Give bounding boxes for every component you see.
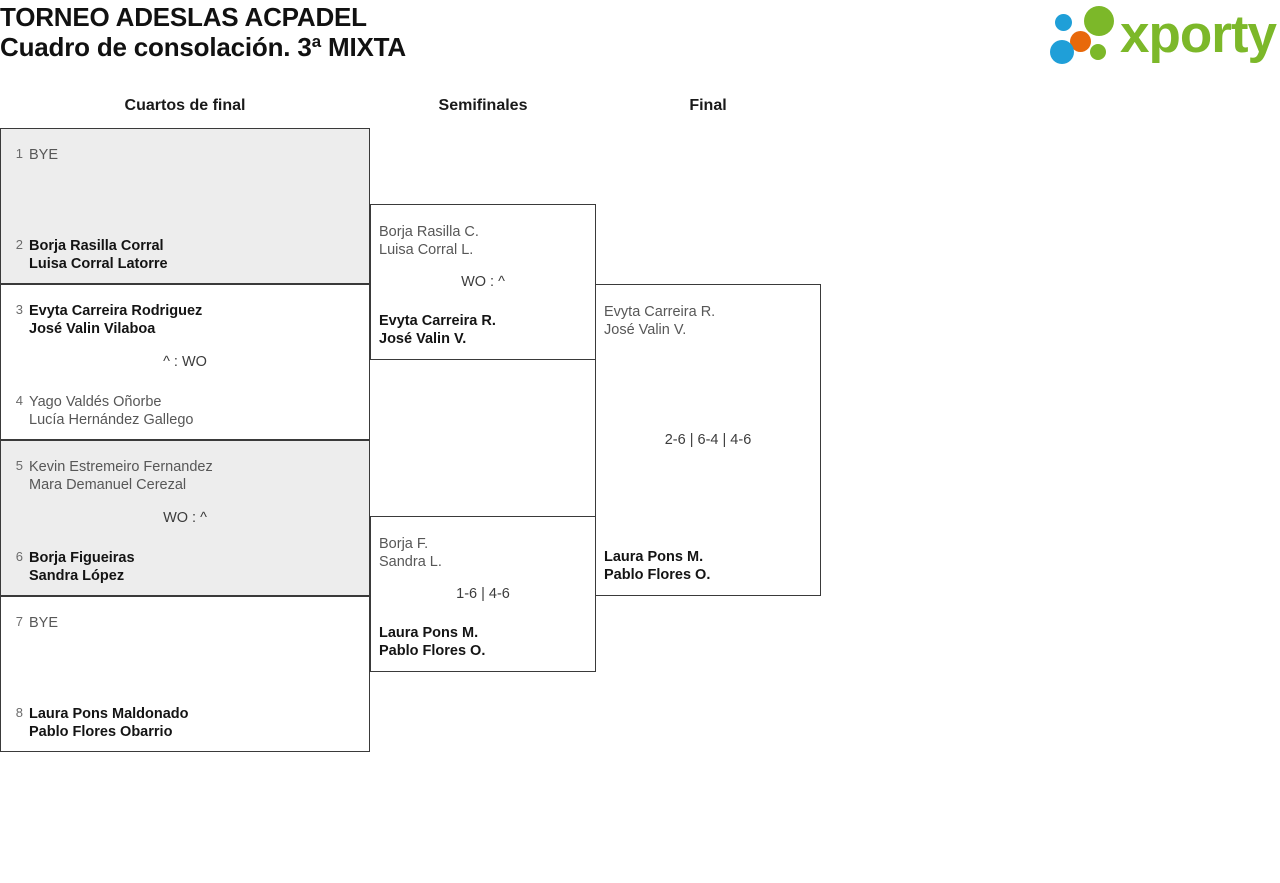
match-slot-top[interactable]: 7 BYE xyxy=(1,614,369,632)
match-score: WO : ^ xyxy=(163,510,207,526)
match-score: WO : ^ xyxy=(461,274,505,290)
player-name-2: Sandra L. xyxy=(379,554,442,570)
match-slot-bottom[interactable]: Laura Pons M. Pablo Flores O. xyxy=(596,548,820,584)
team-names: Borja Figueiras Sandra López xyxy=(23,549,135,585)
match-slot-top[interactable]: Borja Rasilla C. Luisa Corral L. xyxy=(371,223,595,259)
logo-dot-blue-bottom-icon xyxy=(1050,40,1074,64)
match-final[interactable]: Evyta Carreira R. José Valin V. 2-6 | 6-… xyxy=(595,284,821,596)
team-names: Borja Rasilla C. Luisa Corral L. xyxy=(371,223,479,259)
logo-dot-green-small-icon xyxy=(1090,44,1106,60)
player-name-1: Laura Pons M. xyxy=(379,625,479,641)
player-name-1: Borja F. xyxy=(379,536,429,552)
player-name-1: Borja Rasilla C. xyxy=(379,224,479,240)
player-name-2: Lucía Hernández Gallego xyxy=(29,412,194,428)
seed-number: 3 xyxy=(15,302,23,317)
player-name-1: BYE xyxy=(29,615,59,631)
player-name-2: José Valin V. xyxy=(379,331,467,347)
player-name-2: Pablo Flores Obarrio xyxy=(29,724,173,740)
team-names: Laura Pons M. Pablo Flores O. xyxy=(596,548,710,584)
match-quarterfinal-4[interactable]: 7 BYE 8 Laura Pons Maldonado Pablo Flore… xyxy=(0,596,370,752)
match-slot-bottom[interactable]: 6 Borja Figueiras Sandra López xyxy=(1,549,369,585)
tournament-name: TORNEO ADESLAS ACPADEL xyxy=(0,2,367,32)
round-header-quarterfinals: Cuartos de final xyxy=(124,97,246,114)
player-name-2: Pablo Flores O. xyxy=(379,643,486,659)
player-name-2: José Valin Vilaboa xyxy=(29,321,156,337)
seed-number: 6 xyxy=(15,549,23,564)
team-names: Borja F. Sandra L. xyxy=(371,535,442,571)
player-name-2: Luisa Corral Latorre xyxy=(29,256,168,272)
match-quarterfinal-3[interactable]: 5 Kevin Estremeiro Fernandez Mara Demanu… xyxy=(0,440,370,596)
team-names: Evyta Carreira R. José Valin V. xyxy=(596,303,715,339)
player-name-1: Evyta Carreira Rodriguez xyxy=(29,303,203,319)
logo-dot-blue-top-icon xyxy=(1055,14,1072,31)
player-name-2: Luisa Corral L. xyxy=(379,242,474,258)
xporty-logo[interactable]: xporty xyxy=(1050,5,1277,66)
player-name-1: Borja Figueiras xyxy=(29,550,135,566)
player-name-1: BYE xyxy=(29,147,59,163)
tournament-title-block: TORNEO ADESLAS ACPADEL Cuadro de consola… xyxy=(0,2,406,62)
player-name-1: Borja Rasilla Corral xyxy=(29,238,164,254)
match-slot-bottom[interactable]: 4 Yago Valdés Oñorbe Lucía Hernández Gal… xyxy=(1,393,369,429)
match-slot-top[interactable]: 1 BYE xyxy=(1,146,369,164)
match-semifinal-2[interactable]: Borja F. Sandra L. 1-6 | 4-6 Laura Pons … xyxy=(370,516,596,672)
round-header-final: Final xyxy=(689,97,727,114)
seed-number: 1 xyxy=(15,146,23,161)
bracket-subtitle: Cuadro de consolación. 3ª MIXTA xyxy=(0,32,406,63)
logo-wordmark: xporty xyxy=(1120,5,1277,64)
seed-number: 2 xyxy=(15,237,23,252)
player-name-1: Yago Valdés Oñorbe xyxy=(29,394,162,410)
player-name-1: Evyta Carreira R. xyxy=(379,313,496,329)
team-names: Laura Pons M. Pablo Flores O. xyxy=(371,624,485,660)
team-names: BYE xyxy=(23,146,58,164)
player-name-1: Evyta Carreira R. xyxy=(604,304,716,320)
logo-dot-green-large-icon xyxy=(1084,6,1114,36)
player-name-2: Sandra López xyxy=(29,568,125,584)
match-slot-bottom[interactable]: Laura Pons M. Pablo Flores O. xyxy=(371,624,595,660)
page-header: TORNEO ADESLAS ACPADEL Cuadro de consola… xyxy=(0,0,1280,75)
logo-dot-orange-icon xyxy=(1070,31,1091,52)
match-slot-top[interactable]: Borja F. Sandra L. xyxy=(371,535,595,571)
player-name-2: Mara Demanuel Cerezal xyxy=(29,477,187,493)
match-score: ^ : WO xyxy=(163,354,207,370)
match-quarterfinal-2[interactable]: 3 Evyta Carreira Rodriguez José Valin Vi… xyxy=(0,284,370,440)
team-names: Evyta Carreira Rodriguez José Valin Vila… xyxy=(23,302,202,338)
team-names: BYE xyxy=(23,614,58,632)
player-name-1: Laura Pons M. xyxy=(604,549,704,565)
player-name-2: Pablo Flores O. xyxy=(604,567,711,583)
match-slot-bottom[interactable]: 8 Laura Pons Maldonado Pablo Flores Obar… xyxy=(1,705,369,741)
logo-dots-icon xyxy=(1050,6,1116,64)
seed-number: 4 xyxy=(15,393,23,408)
match-score: 2-6 | 6-4 | 4-6 xyxy=(664,432,752,448)
seed-number: 5 xyxy=(15,458,23,473)
team-names: Yago Valdés Oñorbe Lucía Hernández Galle… xyxy=(23,393,193,429)
match-slot-bottom[interactable]: Evyta Carreira R. José Valin V. xyxy=(371,312,595,348)
seed-number: 7 xyxy=(15,614,23,629)
round-header-semifinals: Semifinales xyxy=(438,97,528,114)
team-names: Laura Pons Maldonado Pablo Flores Obarri… xyxy=(23,705,189,741)
match-slot-top[interactable]: 3 Evyta Carreira Rodriguez José Valin Vi… xyxy=(1,302,369,338)
match-quarterfinal-1[interactable]: 1 BYE 2 Borja Rasilla Corral Luisa Corra… xyxy=(0,128,370,284)
player-name-2: José Valin V. xyxy=(604,322,687,338)
team-names: Evyta Carreira R. José Valin V. xyxy=(371,312,496,348)
match-slot-top[interactable]: Evyta Carreira R. José Valin V. xyxy=(596,303,820,339)
player-name-1: Laura Pons Maldonado xyxy=(29,706,189,722)
seed-number: 8 xyxy=(15,705,23,720)
match-score: 1-6 | 4-6 xyxy=(456,586,510,602)
player-name-1: Kevin Estremeiro Fernandez xyxy=(29,459,213,475)
match-slot-bottom[interactable]: 2 Borja Rasilla Corral Luisa Corral Lato… xyxy=(1,237,369,273)
team-names: Kevin Estremeiro Fernandez Mara Demanuel… xyxy=(23,458,213,494)
match-semifinal-1[interactable]: Borja Rasilla C. Luisa Corral L. WO : ^ … xyxy=(370,204,596,360)
team-names: Borja Rasilla Corral Luisa Corral Latorr… xyxy=(23,237,168,273)
match-slot-top[interactable]: 5 Kevin Estremeiro Fernandez Mara Demanu… xyxy=(1,458,369,494)
